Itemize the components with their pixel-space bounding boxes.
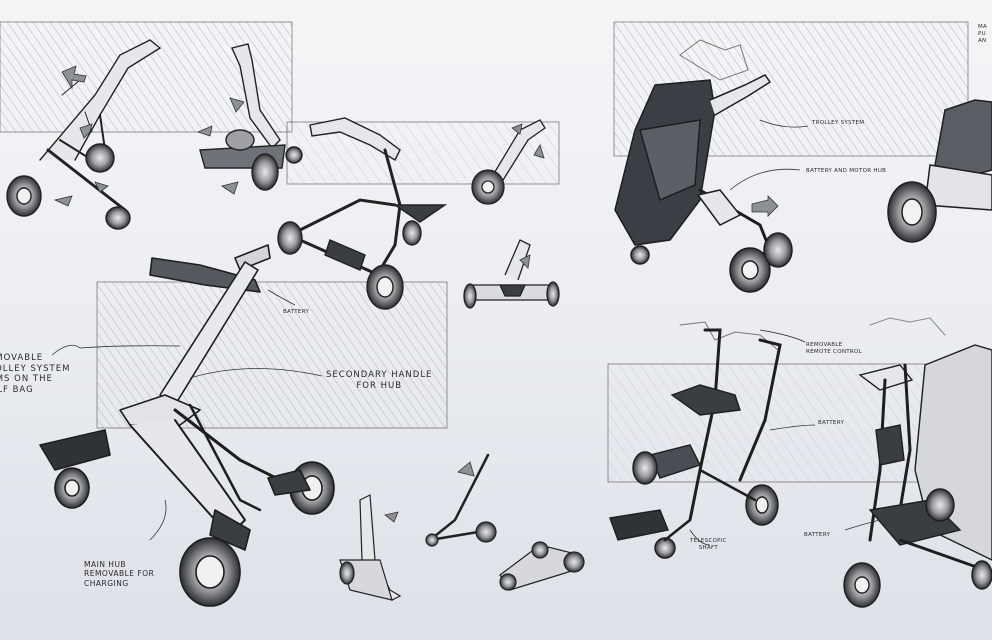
trolley-sketch-compact <box>199 43 303 191</box>
annotation-battery-motor-hub: Battery and motor hub <box>806 168 887 174</box>
hub-detail-sketch <box>463 239 560 309</box>
trolley-sketch-golf-bag <box>614 39 793 293</box>
annotation-battery-bottom-right: Battery <box>804 532 831 538</box>
trolley-sketch-folding-top-left <box>6 39 162 230</box>
folding-sequence-sketches <box>339 453 585 601</box>
annotation-removable-remote: Removable remote control <box>806 342 863 355</box>
annotation-corner-note: Ma pu an <box>978 24 988 44</box>
annotation-removable-trolley: Removable trolley system arms on the gol… <box>0 353 71 395</box>
wheel-detail-sketch <box>471 119 546 205</box>
annotation-battery-small: Battery <box>283 309 310 315</box>
annotation-secondary-handle: Secondary handle for hub <box>326 370 433 391</box>
trolley-sketch-center-top <box>277 117 448 310</box>
trolley-sketch-right-partial <box>887 99 992 243</box>
direction-arrow-icon <box>53 65 779 523</box>
annotation-trolley-system: Trolley system <box>812 120 865 126</box>
annotation-telescopic-shaft: Telescopic shaft <box>690 538 727 551</box>
annotation-battery-right: Battery <box>818 420 845 426</box>
annotation-main-hub: Main hub removable for charging <box>84 560 155 588</box>
trolley-sketch-main <box>39 244 335 607</box>
trolley-sketch-right-bottom-2 <box>843 317 992 608</box>
trolley-sketch-right-bottom-1 <box>609 321 782 559</box>
annotation-leader-lines <box>51 119 881 546</box>
